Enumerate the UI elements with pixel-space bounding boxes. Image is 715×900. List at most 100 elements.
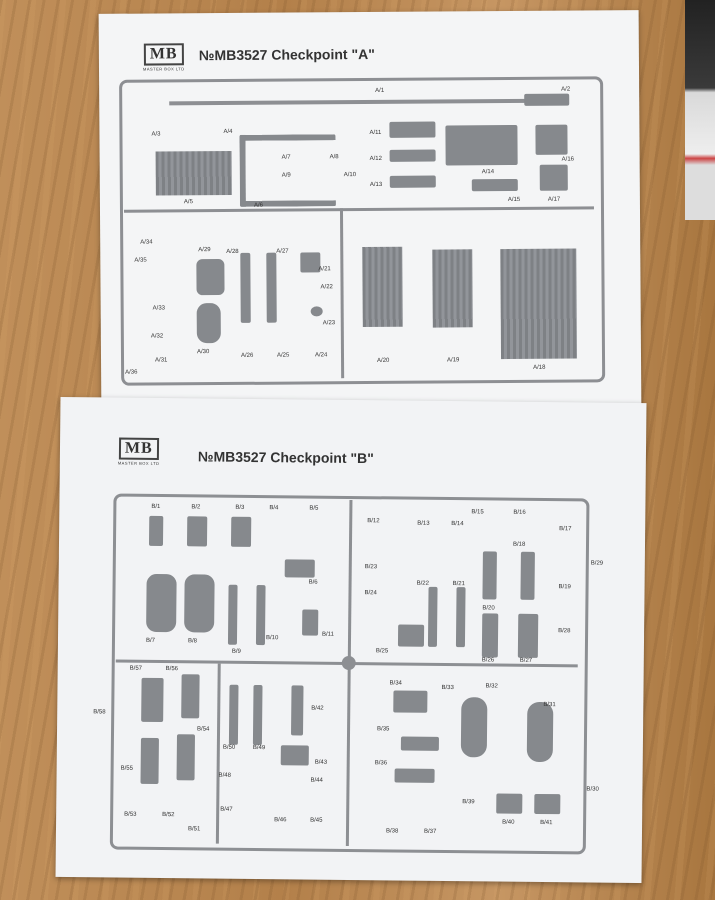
part-a14 bbox=[445, 124, 518, 166]
part-label: A/21 bbox=[318, 266, 331, 273]
part-label: B/11 bbox=[322, 631, 334, 638]
part-a13 bbox=[389, 175, 436, 188]
part-label: B/58 bbox=[93, 709, 106, 716]
part-label: B/17 bbox=[559, 526, 572, 533]
part-label: B/19 bbox=[558, 584, 571, 591]
part-label: B/18 bbox=[512, 541, 526, 548]
part-label: B/1 bbox=[151, 503, 161, 510]
part-label: B/26 bbox=[481, 657, 495, 664]
part-b6 bbox=[284, 559, 315, 578]
part-label: B/45 bbox=[310, 817, 323, 824]
part-b3 bbox=[230, 516, 252, 547]
part-a6 bbox=[239, 134, 336, 207]
part-label: A/16 bbox=[561, 156, 575, 163]
part-b36 bbox=[394, 768, 435, 783]
part-label: B/49 bbox=[252, 744, 266, 752]
part-a17 bbox=[539, 164, 568, 191]
part-a5 bbox=[155, 150, 232, 196]
part-label: B/50 bbox=[222, 744, 236, 751]
part-label: B/56 bbox=[165, 666, 179, 673]
part-label: A/12 bbox=[369, 155, 382, 163]
part-label: A/8 bbox=[329, 154, 339, 161]
part-label: B/32 bbox=[485, 683, 498, 690]
part-a11 bbox=[389, 121, 436, 138]
part-b22 bbox=[427, 586, 438, 647]
part-label: B/24 bbox=[364, 590, 377, 597]
logo-mark: MB bbox=[143, 43, 184, 66]
part-b55 bbox=[140, 737, 159, 784]
part-label: B/43 bbox=[314, 759, 328, 766]
part-b40 bbox=[496, 793, 523, 814]
part-label: A/14 bbox=[481, 169, 495, 176]
part-b7 bbox=[146, 573, 177, 633]
part-b54 bbox=[176, 734, 196, 781]
part-label: A/24 bbox=[314, 352, 328, 359]
part-label: B/52 bbox=[162, 812, 175, 819]
part-b11 bbox=[302, 609, 319, 636]
part-b35 bbox=[400, 736, 439, 751]
part-b43 bbox=[280, 745, 309, 766]
part-label: B/13 bbox=[417, 520, 430, 527]
part-label: A/11 bbox=[369, 129, 382, 137]
part-b34 bbox=[393, 690, 428, 713]
part-b1 bbox=[148, 515, 164, 547]
part-label: B/29 bbox=[590, 560, 604, 567]
part-label: A/26 bbox=[240, 352, 254, 359]
part-label: B/42 bbox=[311, 705, 324, 712]
part-label: A/25 bbox=[276, 352, 290, 359]
part-a2 bbox=[524, 93, 570, 106]
part-label: A/3 bbox=[151, 131, 161, 138]
part-label: B/7 bbox=[145, 637, 156, 644]
part-b57 bbox=[141, 677, 164, 723]
part-b26 bbox=[481, 613, 499, 658]
logo-mark: MB bbox=[118, 437, 159, 460]
part-b9 bbox=[227, 584, 238, 645]
part-a30 bbox=[196, 303, 221, 344]
part-b10 bbox=[255, 585, 266, 646]
part-label: B/5 bbox=[309, 505, 319, 512]
part-b49 bbox=[252, 684, 263, 746]
part-label: B/48 bbox=[218, 772, 231, 779]
part-label: A/33 bbox=[152, 305, 166, 312]
part-label: A/10 bbox=[343, 172, 357, 179]
part-label: A/13 bbox=[369, 181, 383, 189]
kit-box-corner bbox=[685, 0, 715, 220]
part-label: B/10 bbox=[265, 635, 279, 642]
part-a23 bbox=[310, 306, 323, 317]
part-label: A/31 bbox=[155, 357, 168, 364]
part-label: A/27 bbox=[276, 248, 289, 255]
part-label: B/16 bbox=[513, 509, 526, 516]
part-label: A/22 bbox=[320, 284, 333, 291]
part-label: B/31 bbox=[543, 702, 556, 709]
part-label: B/15 bbox=[471, 509, 484, 516]
sheet-b-title: №MB3527 Checkpoint "B" bbox=[197, 448, 374, 467]
part-label: A/17 bbox=[547, 196, 561, 203]
part-label: B/57 bbox=[129, 665, 143, 672]
sprue-sheet-b: MB MASTER BOX LTD №MB3527 Checkpoint "B" bbox=[55, 396, 647, 884]
part-b31 bbox=[526, 701, 554, 763]
part-label: A/18 bbox=[533, 364, 546, 371]
part-label: B/2 bbox=[191, 504, 201, 511]
part-label: A/19 bbox=[447, 357, 460, 364]
part-a12 bbox=[389, 149, 436, 162]
part-label: B/47 bbox=[220, 806, 233, 813]
part-label: A/15 bbox=[507, 196, 521, 204]
part-label: A/5 bbox=[183, 199, 193, 206]
part-label: B/41 bbox=[540, 819, 553, 827]
part-label: B/6 bbox=[308, 579, 318, 586]
part-b27 bbox=[517, 613, 539, 658]
part-label: B/33 bbox=[441, 684, 454, 692]
part-a16 bbox=[535, 124, 568, 155]
part-label: B/54 bbox=[197, 726, 210, 733]
part-b42 bbox=[290, 685, 304, 736]
part-a20 bbox=[362, 246, 403, 328]
part-b41 bbox=[534, 793, 561, 815]
part-b32 bbox=[460, 697, 488, 758]
part-label: B/30 bbox=[586, 786, 599, 793]
part-label: A/32 bbox=[150, 333, 164, 340]
mb-logo-b: MB MASTER BOX LTD bbox=[118, 437, 160, 466]
part-a15 bbox=[471, 178, 518, 192]
part-label: B/34 bbox=[389, 680, 402, 687]
part-label: B/25 bbox=[375, 648, 389, 655]
part-label: B/14 bbox=[451, 521, 464, 528]
